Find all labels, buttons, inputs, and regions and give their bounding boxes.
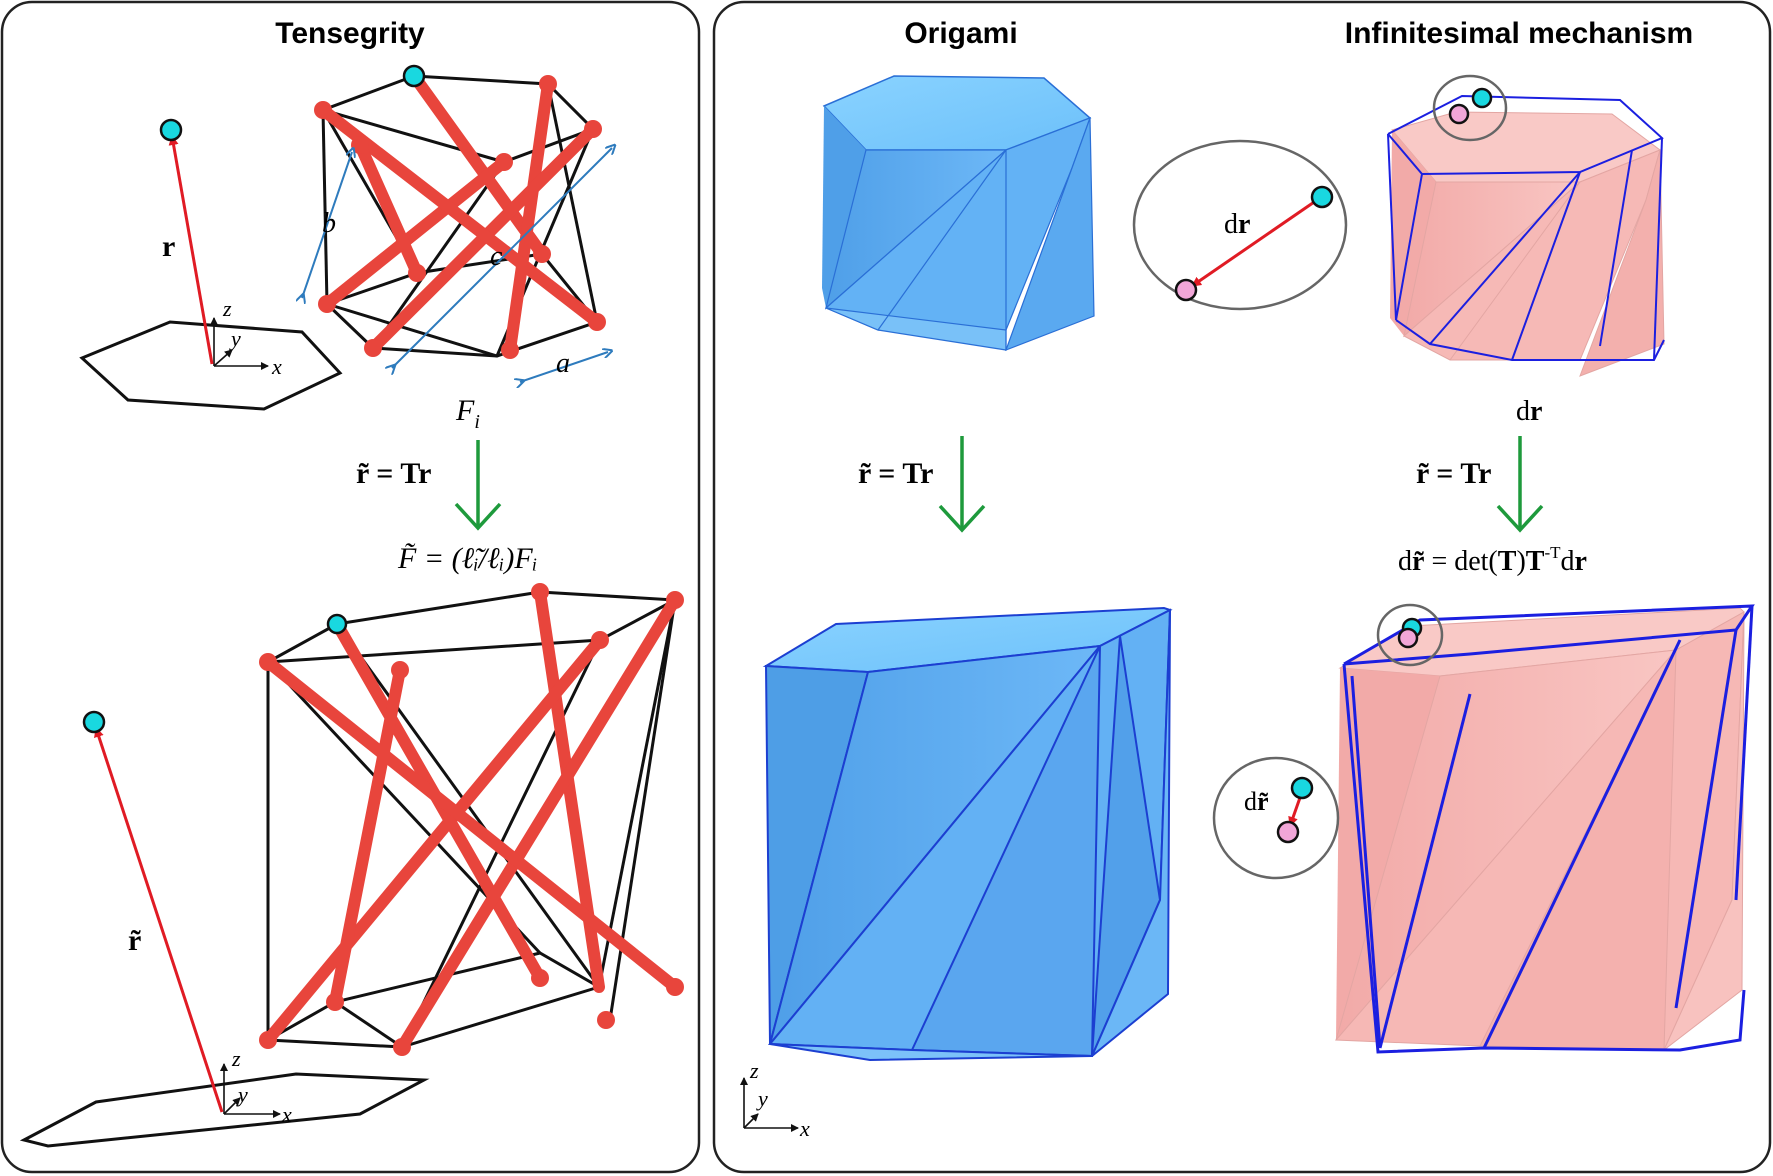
dr-cyan-point [1310, 185, 1334, 209]
force-label: Fi [455, 394, 480, 433]
bottom-axes [220, 1063, 281, 1118]
mechanism-bottom-zoom-ring [1376, 603, 1444, 667]
tensegrity-transform-label: r̃ = Tr [356, 457, 431, 490]
mechanism-green-arrow [1496, 436, 1544, 533]
origami-axis-z: z [749, 1058, 759, 1083]
bottom-axis-y: y [236, 1082, 248, 1107]
dimension-lines [302, 148, 612, 382]
dr-tilde-zoom-ellipse [1212, 756, 1340, 880]
origami-green-arrow [938, 436, 986, 533]
mechanism-transform-label: r̃ = Tr [1416, 457, 1491, 490]
r-label: r [162, 230, 175, 263]
tensegrity-title: Tensegrity [275, 17, 425, 50]
mechanism-title: Infinitesimal mechanism [1345, 17, 1693, 50]
dim-a-label: a [556, 348, 570, 379]
dim-c-label: c [490, 241, 503, 272]
r-point [159, 118, 183, 142]
mechanism-top-pink-node [1448, 103, 1470, 125]
origami-top-shape [822, 75, 1095, 352]
origami-axes [740, 1077, 799, 1132]
top-axes [210, 317, 269, 370]
dr-pink-point [1174, 278, 1198, 302]
top-axis-x: x [271, 354, 282, 379]
dr-tilde-cyan-point [1290, 776, 1314, 800]
dr-tilde-zoom-label: dr̃ [1244, 787, 1269, 816]
dr-transform-equation: dr̃ = det(T)T-Tdr [1398, 543, 1587, 577]
mechanism-bottom-pink-node [1397, 627, 1419, 649]
r-tilde-point [82, 710, 106, 734]
top-cyan-node [402, 64, 426, 88]
tensegrity-bottom-structure [259, 583, 684, 1056]
top-axis-z: z [222, 296, 232, 321]
dr-tilde-pink-point [1276, 820, 1300, 844]
origami-title: Origami [904, 17, 1017, 50]
top-axis-y: y [229, 326, 241, 351]
mechanism-top-cyan-node [1471, 87, 1493, 109]
top-base-hexagon [79, 320, 343, 411]
origami-panel-frame [712, 0, 1772, 1174]
force-equation: F̃ = (ℓ̃ᵢ/ℓᵢ)Fᵢ [397, 542, 537, 575]
mechanism-top-zoom-ring [1432, 74, 1508, 142]
tensegrity-top-structure [314, 64, 606, 359]
bottom-base-hexagon [19, 1072, 430, 1148]
tensegrity-green-arrow [454, 440, 502, 531]
tensegrity-panel-frame [0, 0, 701, 1174]
bottom-axis-x: x [281, 1102, 292, 1127]
r-tilde-vector [94, 727, 224, 1113]
mechanism-bottom-shape [1334, 604, 1755, 1054]
bottom-cyan-node [326, 613, 348, 635]
origami-bottom-shape [762, 606, 1173, 1062]
r-vector [168, 135, 214, 365]
mechanism-top-shape [1387, 94, 1665, 377]
bottom-axis-z: z [231, 1046, 241, 1071]
r-tilde-label: r̃ [128, 924, 141, 957]
dr-zoom-ellipse [1132, 139, 1348, 311]
dr-vector [1191, 196, 1321, 288]
mechanism-dr-label: dr [1516, 396, 1542, 427]
origami-transform-label: r̃ = Tr [858, 457, 933, 490]
dr-zoom-label: dr [1224, 209, 1250, 240]
origami-axis-x: x [799, 1116, 810, 1141]
dim-b-label: b [322, 208, 336, 239]
origami-axis-y: y [756, 1086, 768, 1111]
